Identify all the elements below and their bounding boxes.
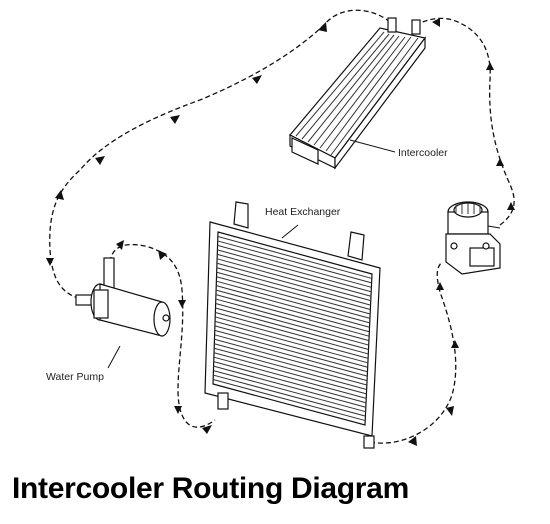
exchanger-fin (216, 285, 370, 328)
exchanger-fin (213, 374, 366, 417)
flow-arrow (451, 340, 459, 348)
flow-arrow (252, 75, 262, 84)
exchanger-fin (217, 253, 372, 297)
coolant-hoses (49, 9, 515, 444)
intercooler (289, 17, 427, 170)
intercooler-fins (295, 31, 419, 156)
flow-arrow (318, 22, 327, 32)
exchanger-fin (217, 235, 372, 279)
exchanger-port-right (363, 435, 375, 449)
exchanger-fin (214, 334, 368, 377)
water-pump-label: Water Pump (46, 371, 104, 383)
exchanger-fin (213, 352, 367, 395)
bracket-left (233, 201, 249, 229)
flow-arrows (46, 18, 515, 446)
flow-arrow (202, 425, 212, 434)
exchanger-fin (213, 365, 366, 408)
heat-exchanger-fins (213, 235, 372, 422)
exchanger-fin (213, 361, 367, 404)
flow-arrow (446, 406, 454, 416)
flow-arrow (432, 18, 440, 27)
intercooler-label: Intercooler (398, 147, 448, 159)
exchanger-fin (215, 311, 369, 355)
flow-arrow (170, 115, 180, 124)
hose-exchanger-to-reservoir (369, 261, 457, 444)
exchanger-fin (214, 325, 368, 368)
exchanger-fin (216, 276, 371, 319)
exchanger-fin (213, 356, 367, 399)
exchanger-port-left (217, 392, 229, 410)
flow-arrow (486, 62, 494, 70)
exchanger-fin (217, 249, 372, 293)
flow-arrow (46, 258, 54, 266)
exchanger-fin (216, 280, 370, 324)
exchanger-fin (216, 258, 371, 302)
intercooler-port-left (387, 17, 397, 33)
exchanger-fin (214, 320, 369, 364)
diagram-title: Intercooler Routing Diagram (12, 472, 409, 505)
flow-arrow (158, 250, 167, 260)
exchanger-fin (214, 338, 368, 382)
heat-exchanger-label: Heat Exchanger (265, 206, 341, 218)
exchanger-fin (215, 307, 369, 350)
exchanger-fin (215, 303, 369, 346)
reservoir-badge (469, 247, 495, 267)
flow-arrow (55, 190, 64, 200)
heat-exchanger (204, 201, 381, 449)
exchanger-fin (216, 271, 371, 315)
reservoir (445, 201, 501, 275)
flow-arrow (116, 240, 124, 250)
exchanger-fin (215, 316, 369, 359)
exchanger-fin (215, 294, 370, 337)
exchanger-fin (217, 244, 372, 288)
exchanger-fin (213, 370, 366, 413)
exchanger-fin (215, 289, 370, 333)
exchanger-fin (213, 379, 366, 422)
flow-arrow (95, 156, 105, 165)
exchanger-fin (216, 262, 371, 306)
exchanger-fin (214, 347, 367, 390)
flow-arrow (436, 282, 444, 290)
hose-reservoir-to-intercooler (417, 17, 515, 226)
bracket-right (347, 231, 365, 261)
flow-arrow (178, 300, 186, 308)
exchanger-fin (216, 267, 371, 311)
flow-arrow (174, 406, 182, 414)
intercooler-port-right (411, 19, 421, 35)
exchanger-fin (217, 240, 372, 284)
water-pump (75, 257, 171, 369)
flow-arrow (496, 158, 504, 166)
hose-pump-to-exchanger (109, 243, 216, 428)
flow-arrow (507, 202, 515, 210)
flow-arrow (408, 436, 417, 446)
exchanger-fin (215, 298, 370, 342)
exchanger-fin (214, 343, 367, 386)
exchanger-fin (214, 329, 368, 373)
